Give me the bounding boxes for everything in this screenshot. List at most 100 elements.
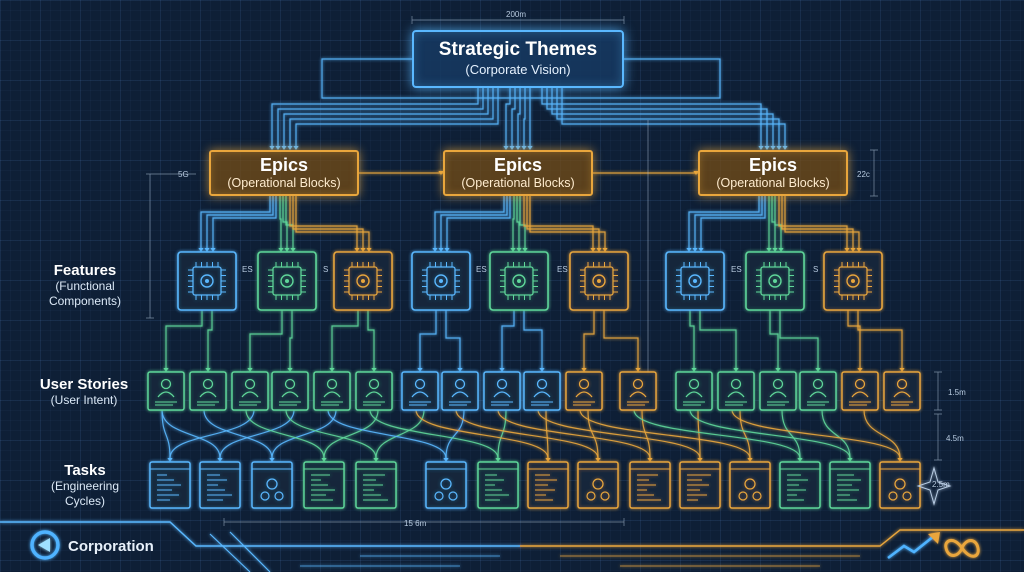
story-node [355, 371, 393, 411]
story-box [675, 371, 713, 411]
story-node [675, 371, 713, 411]
connector-line [289, 88, 494, 146]
task-node [829, 461, 871, 509]
feature-node [333, 251, 393, 311]
arrowhead-icon [210, 248, 216, 252]
connector-line [219, 409, 295, 459]
story-box [401, 371, 439, 411]
task-node [879, 461, 921, 509]
connector-line [603, 310, 639, 368]
arrowhead-icon [499, 368, 505, 372]
dimension-left: 5G [178, 170, 189, 179]
chip-pin [188, 262, 226, 300]
arrowhead-icon [284, 248, 290, 252]
story-text-lines [279, 401, 301, 406]
story-box [313, 371, 351, 411]
connector-line [731, 409, 901, 459]
task-box [477, 461, 519, 509]
arrowhead-icon [278, 248, 284, 252]
gear-icon [894, 478, 906, 490]
connector-line [771, 196, 776, 248]
user-icon [244, 378, 256, 390]
story-box [189, 371, 227, 411]
user-shoulders [629, 391, 647, 398]
connector-line [523, 88, 526, 146]
arrowhead-icon [815, 368, 821, 372]
arrowhead-icon [522, 248, 528, 252]
story-box [841, 371, 879, 411]
connector-line [857, 310, 903, 368]
gear-icon [752, 491, 762, 501]
gear-icon [592, 274, 606, 288]
story-node [147, 371, 185, 411]
arrowhead-icon [329, 368, 335, 372]
arrowhead-icon [778, 248, 784, 252]
chip-pin [500, 262, 538, 300]
arrowhead-icon [856, 248, 862, 252]
arrowhead-icon [321, 458, 327, 462]
task-node [477, 461, 519, 509]
arrowhead-icon [844, 248, 850, 252]
arrowhead-icon [247, 368, 253, 372]
arrowhead-icon [857, 368, 863, 372]
chip-pin [268, 262, 306, 300]
story-node [523, 371, 561, 411]
connector-line [271, 88, 479, 146]
arrowhead-icon [269, 458, 275, 462]
arrowhead-icon [510, 248, 516, 252]
gear-icon [356, 274, 370, 288]
gear-hub [205, 279, 209, 283]
feature-node [823, 251, 883, 311]
growth-arrow-icon [887, 534, 935, 560]
connector-line [327, 409, 447, 459]
connector-line [579, 409, 751, 459]
story-node [619, 371, 657, 411]
story-text-lines [155, 401, 177, 406]
connector-line [161, 409, 171, 459]
connector-line [323, 409, 379, 459]
chip-pin [580, 262, 618, 300]
user-icon [454, 378, 466, 390]
stories-subtitle: (User Intent) [50, 393, 118, 407]
story-text-lines [849, 401, 871, 406]
feature-node [411, 251, 471, 311]
connector-line [847, 310, 861, 368]
connector-line [587, 409, 599, 459]
task-box [251, 461, 293, 509]
user-icon [772, 378, 784, 390]
arrowhead-icon [167, 458, 173, 462]
connector-line [511, 88, 516, 146]
arrowhead-icon [371, 368, 377, 372]
user-icon [812, 378, 824, 390]
gear-icon [280, 274, 294, 288]
story-box [271, 371, 309, 411]
gear-hub [851, 279, 855, 283]
theme-subtitle: (Corporate Vision) [465, 62, 571, 77]
connector-line [697, 409, 701, 459]
chip-pin [344, 262, 382, 300]
gear-hub [597, 279, 601, 283]
arrowhead-icon [515, 146, 521, 150]
task-box [729, 461, 771, 509]
story-node [883, 371, 921, 411]
user-icon [896, 378, 908, 390]
arrowhead-icon [217, 458, 223, 462]
node-layer [147, 251, 952, 509]
theme-title: Strategic Themes [438, 39, 598, 60]
story-box [147, 371, 185, 411]
story-text-lines [683, 401, 705, 406]
connector-line [537, 409, 701, 459]
gear-icon [902, 491, 912, 501]
chip-pin [344, 262, 382, 300]
connector-line [561, 88, 786, 146]
gear-icon [592, 478, 604, 490]
gear-icon [440, 478, 452, 490]
story-node [313, 371, 351, 411]
arrowhead-icon [205, 368, 211, 372]
connector-line [497, 409, 651, 459]
arrowhead-icon [457, 368, 463, 372]
connector-line [689, 409, 851, 459]
brand-name: Corporation [68, 538, 154, 555]
chip-pin [834, 262, 872, 300]
